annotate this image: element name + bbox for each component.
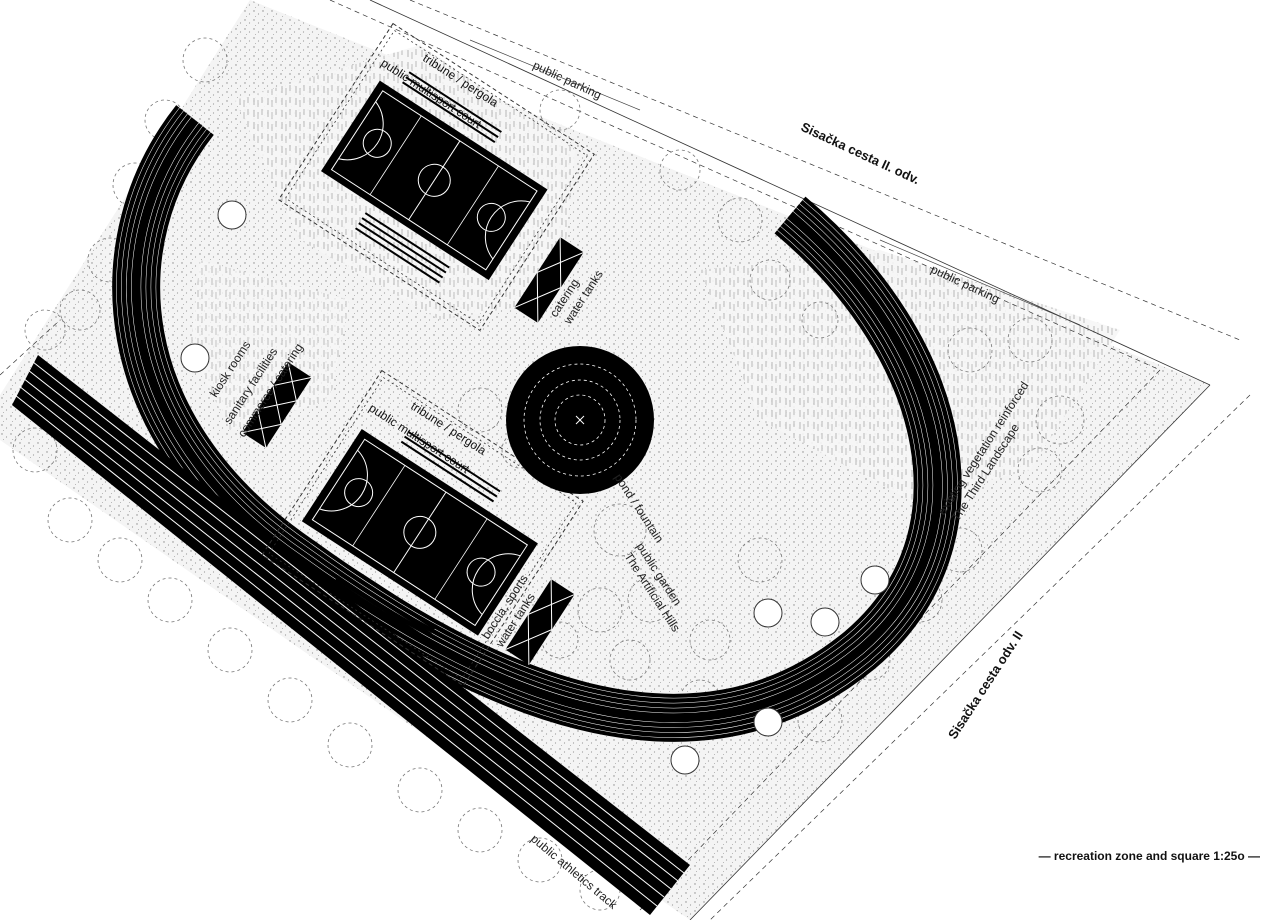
kiosk-boccia-block — [505, 579, 575, 665]
kiosk-catering-block — [514, 237, 584, 323]
track-seating-pods — [180, 200, 890, 775]
parking-label-north: public parking — [531, 58, 604, 102]
street-label-north: Sisačka cesta II. odv. — [799, 119, 922, 187]
multisport-court-bottom — [261, 369, 584, 687]
multisport-court-top — [277, 22, 595, 332]
pond-fountain — [506, 346, 654, 494]
parking-bands — [469, 39, 1081, 326]
athletics-track-curve — [112, 105, 962, 742]
athletics-track-straight — [12, 355, 690, 915]
scale-caption: — recreation zone and square 1:25o — — [1038, 849, 1260, 863]
kiosk-commerce-block — [242, 362, 312, 448]
